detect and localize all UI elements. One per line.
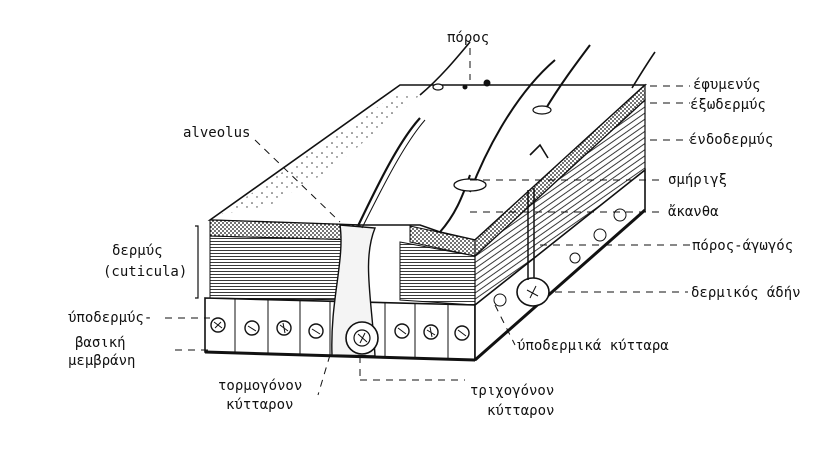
label-exocuticle: έξωδερμύς — [690, 97, 766, 113]
stippled-area — [220, 95, 420, 215]
epidermal-cells — [210, 299, 470, 359]
label-basal: βασική — [75, 335, 126, 351]
dermis-bracket — [195, 225, 199, 299]
surface-setae — [419, 41, 656, 233]
label-trichogen: τριχογόνον — [470, 383, 555, 399]
label-dermal-gland: δερμικός άδήν — [691, 285, 801, 301]
label-epicuticle: έφυμενύς — [693, 77, 761, 93]
label-tormogen-cell: κύτταρον — [226, 397, 294, 413]
label-cuticula: (cuticula) — [103, 264, 188, 280]
label-akantha: ἄκανθα — [668, 204, 719, 220]
label-epidermal-cells: ύποδερμικά κύτταρα — [517, 338, 669, 354]
label-hypodermis: ύποδερμύς- — [68, 310, 153, 326]
label-alveolus: alveolus — [183, 125, 251, 141]
seta-and-socket — [331, 117, 426, 357]
label-pore-canal: πόρος-άγωγός — [692, 238, 794, 254]
label-trichogen-cell: κύτταρον — [487, 403, 555, 419]
label-endocuticle: ένδοδερμύς — [689, 132, 774, 148]
label-tormogen: τορμογόνον — [218, 378, 303, 394]
label-sminx: σμήριγξ — [668, 172, 728, 188]
label-dermis: δερμύς — [112, 243, 163, 259]
label-poros: πόρος — [447, 30, 490, 46]
leader-lines — [165, 48, 690, 396]
side-face — [474, 83, 646, 362]
label-membrane: μεμβράνη — [68, 353, 136, 369]
